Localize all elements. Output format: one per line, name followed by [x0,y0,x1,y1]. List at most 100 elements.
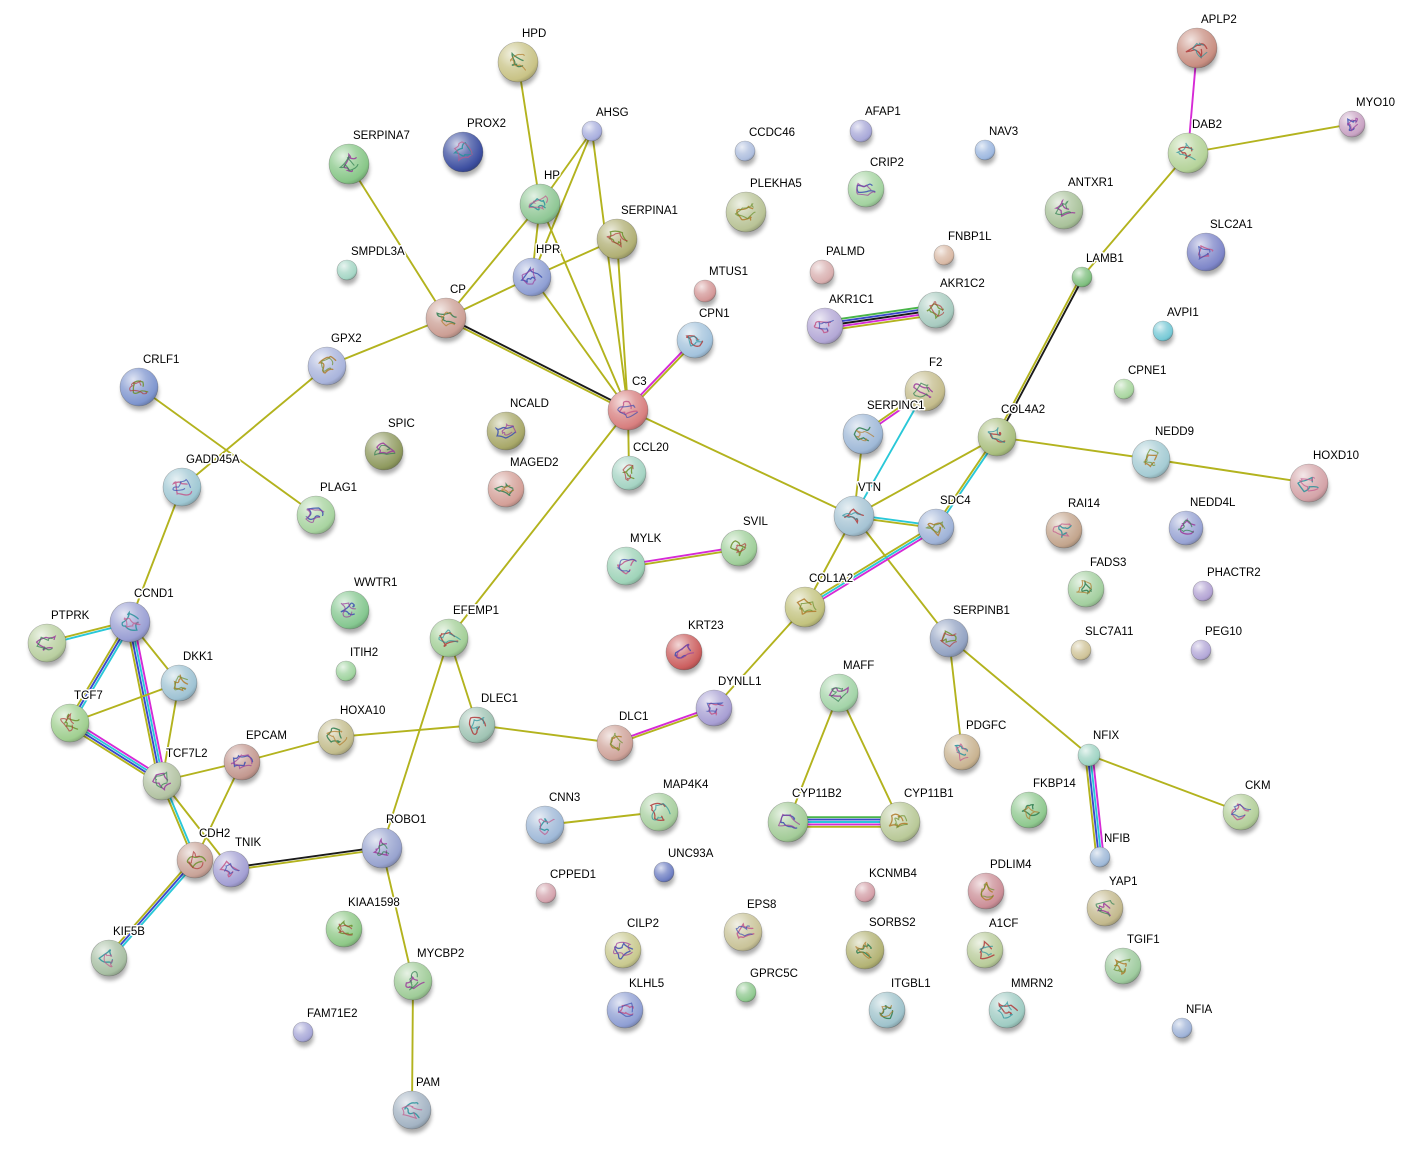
node-circle-ITIH2[interactable] [335,660,357,682]
node-circle-DYNLL1[interactable] [695,689,733,727]
edge-line-tm[interactable] [531,130,593,278]
edge-COL4A2-NEDD9[interactable] [996,436,1152,460]
edge-line-tm[interactable] [539,203,629,411]
node-circle-FNBP1L[interactable] [933,244,955,266]
edge-line-db[interactable] [109,860,198,961]
node-SERPINC1[interactable] [842,413,884,455]
edge-NFIX-CKM[interactable] [1088,754,1242,813]
node-circle-PROX2[interactable] [442,131,484,173]
edge-NEDD9-HOXD10[interactable] [1150,458,1310,484]
node-MYCBP2[interactable] [393,961,433,1001]
node-HPR[interactable] [512,257,552,297]
edge-line-tm[interactable] [1187,123,1353,154]
node-circle-CP[interactable] [425,297,467,339]
node-PDLIM4[interactable] [967,872,1005,910]
edge-line-tm[interactable] [625,548,741,569]
node-KCNMB4[interactable] [854,881,876,903]
node-AVPI1[interactable] [1152,320,1174,342]
node-circle-PEG10[interactable] [1190,639,1212,661]
node-CPN1[interactable] [676,321,714,359]
node-circle-PLAG1[interactable] [296,495,336,535]
node-circle-RAI14[interactable] [1045,511,1083,549]
node-MAFF[interactable] [819,673,859,713]
node-circle-COL1A2[interactable] [784,586,826,628]
node-circle-DLEC1[interactable] [458,706,496,744]
node-GPRC5C[interactable] [735,981,757,1003]
edge-NFIX-NFIB[interactable] [1084,753,1105,859]
node-GPX2[interactable] [307,346,347,386]
node-SLC2A1[interactable] [1186,232,1226,272]
node-UNC93A[interactable] [653,861,675,883]
node-PLAG1[interactable] [296,495,336,535]
node-circle-SDC4[interactable] [917,508,955,546]
edge-COL4A2-VTN[interactable] [853,436,998,517]
edge-line-tm[interactable] [616,238,629,411]
node-TCF7[interactable] [50,703,90,743]
edge-CRLF1-PLAG1[interactable] [138,386,317,516]
node-circle-CCL20[interactable] [611,455,647,491]
edge-GADD45A-CCND1[interactable] [129,486,183,623]
node-circle-FKBP14[interactable] [1010,791,1048,829]
node-circle-APLP2[interactable] [1176,27,1218,69]
edge-line-db[interactable] [130,620,165,782]
node-circle-GPRC5C[interactable] [735,981,757,1003]
edge-MAFF-CYP11B1[interactable] [838,692,901,823]
node-circle-KIF5B[interactable] [90,939,128,977]
node-circle-TCF7L2[interactable] [142,761,182,801]
node-FKBP14[interactable] [1010,791,1048,829]
node-NEDD9[interactable] [1131,439,1171,479]
edge-line-tm[interactable] [381,637,450,849]
node-circle-GADD45A[interactable] [162,467,202,507]
node-circle-SERPINA7[interactable] [328,143,370,185]
edge-HP-C3[interactable] [539,203,629,411]
node-circle-HOXD10[interactable] [1289,463,1329,503]
edge-MYLK-SVIL[interactable] [624,545,741,569]
node-SDC4[interactable] [917,508,955,546]
edge-line-nb[interactable] [823,304,937,323]
node-SVIL[interactable] [720,529,758,567]
edge-line-tm[interactable] [994,275,1082,438]
edge-SERPINB1-NFIX[interactable] [948,637,1090,756]
node-APLP2[interactable] [1176,27,1218,69]
node-DKK1[interactable] [160,664,198,702]
edge-DAB2-MYO10[interactable] [1187,123,1353,154]
node-CYP11B2[interactable] [767,801,809,843]
node-circle-CYP11B2[interactable] [767,801,809,843]
node-HOXD10[interactable] [1289,463,1329,503]
node-A1CF[interactable] [966,931,1004,969]
node-circle-MAGED2[interactable] [487,470,525,508]
node-circle-CCDC46[interactable] [734,140,756,162]
edge-line-tm[interactable] [591,130,629,411]
node-SERPINA7[interactable] [328,143,370,185]
node-KRT23[interactable] [665,633,703,671]
node-circle-EFEMP1[interactable] [429,618,469,658]
node-AFAP1[interactable] [849,119,873,143]
node-circle-C3[interactable] [607,389,649,431]
node-circle-SERPINA1[interactable] [596,218,638,260]
node-circle-PLEKHA5[interactable] [725,191,767,233]
edge-line-tm[interactable] [531,276,629,411]
edge-line-tm[interactable] [181,365,328,488]
node-circle-HOXA10[interactable] [317,718,355,756]
node-circle-MAFF[interactable] [819,673,859,713]
node-circle-NFIB[interactable] [1089,846,1111,868]
edge-line-tm[interactable] [445,203,541,319]
edge-line-tm[interactable] [138,386,317,516]
node-COL1A2[interactable] [784,586,826,628]
node-circle-NAV3[interactable] [974,139,996,161]
edge-line-tm[interactable] [444,318,629,413]
node-TGIF1[interactable] [1104,947,1142,985]
node-DAB2[interactable] [1167,132,1209,174]
node-circle-CRLF1[interactable] [119,367,159,407]
edge-line-tm[interactable] [627,409,855,517]
node-NFIX[interactable] [1077,743,1101,767]
edge-line-db[interactable] [804,526,937,608]
edge-line-tm[interactable] [125,621,160,783]
node-circle-NEDD4L[interactable] [1168,510,1204,546]
node-circle-CPN1[interactable] [676,321,714,359]
edge-line-tm[interactable] [838,692,901,823]
node-circle-HPD[interactable] [497,41,539,83]
node-EPCAM[interactable] [223,743,261,781]
edge-line-tm[interactable] [69,682,180,724]
node-circle-TCF7[interactable] [50,703,90,743]
